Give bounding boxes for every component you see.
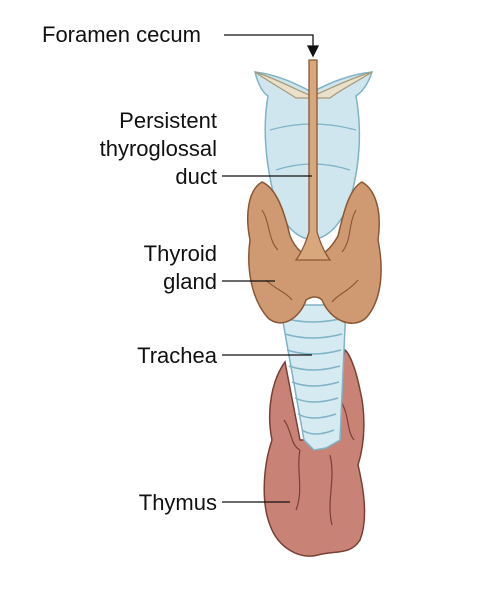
thyroglossal-duct-illustration xyxy=(294,59,332,261)
leader-foramen-cecum xyxy=(224,34,314,52)
label-persistent-duct-line3: duct xyxy=(175,164,217,189)
leader-foramen-arrow xyxy=(306,45,320,58)
leader-lines xyxy=(222,34,320,503)
label-thymus: Thymus xyxy=(138,490,217,515)
label-thyroid-line2: gland xyxy=(163,269,217,294)
label-persistent-duct-line1: Persistent xyxy=(119,108,217,133)
label-foramen-cecum: Foramen cecum xyxy=(42,22,201,47)
label-trachea: Trachea xyxy=(137,343,217,368)
label-persistent-duct-line2: thyroglossal xyxy=(99,136,217,161)
label-thyroid-line1: Thyroid xyxy=(143,241,217,266)
